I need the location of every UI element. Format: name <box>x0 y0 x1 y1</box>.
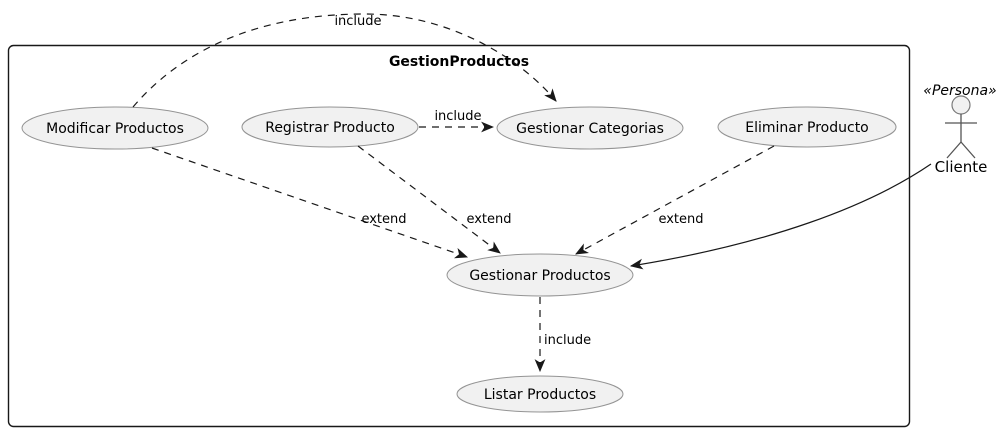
edge-label-extend-left: extend <box>361 212 406 227</box>
edge-label-include-top: include <box>334 14 381 29</box>
use-case-label: Registrar Producto <box>265 120 395 136</box>
edge-label-extend-center: extend <box>466 212 511 227</box>
use-case-label: Gestionar Categorias <box>516 121 664 137</box>
system-boundary-rect <box>7 44 911 428</box>
use-case-label: Gestionar Productos <box>469 268 610 284</box>
use-case-ellipse <box>456 375 624 413</box>
use-case-ellipse <box>717 106 897 148</box>
actor-name: Cliente <box>935 158 988 176</box>
edge-extend-eliminar-to-gestionar <box>575 145 775 255</box>
use-case-ellipse <box>446 253 634 297</box>
edge-label-extend-right: extend <box>658 212 703 227</box>
use-case-eliminar-producto: Eliminar Producto <box>717 106 897 148</box>
use-case-label: Modificar Productos <box>46 121 184 137</box>
use-case-ellipse <box>21 106 209 150</box>
use-case-listar-productos: Listar Productos <box>456 375 624 413</box>
use-case-gestionar-productos: Gestionar Productos <box>446 253 634 297</box>
use-case-modificar-productos: Modificar Productos <box>21 106 209 150</box>
edge-label-include-mid: include <box>434 109 481 124</box>
system-boundary: GestionProductos <box>7 44 911 428</box>
use-case-ellipse <box>496 106 684 150</box>
use-case-registrar-producto: Registrar Producto <box>241 106 419 148</box>
actor-stereotype: «Persona» <box>923 83 996 99</box>
edge-label-include-bottom: include <box>544 333 591 348</box>
edge-include-modificar-to-categorias <box>132 13 557 108</box>
use-case-label: Eliminar Producto <box>745 120 869 136</box>
system-boundary-title: GestionProductos <box>389 54 529 70</box>
edge-cliente-to-gestionar <box>629 163 932 270</box>
actor-head-icon <box>951 95 971 115</box>
edge-extend-modificar-to-gestionar <box>151 147 469 259</box>
edge-extend-registrar-to-gestionar <box>357 145 501 254</box>
actor-cliente: «Persona» Cliente <box>923 83 996 176</box>
use-case-gestionar-categorias: Gestionar Categorias <box>496 106 684 150</box>
use-case-ellipse <box>241 106 419 148</box>
actor-legs-icon <box>946 141 976 159</box>
use-case-label: Listar Productos <box>484 387 596 403</box>
